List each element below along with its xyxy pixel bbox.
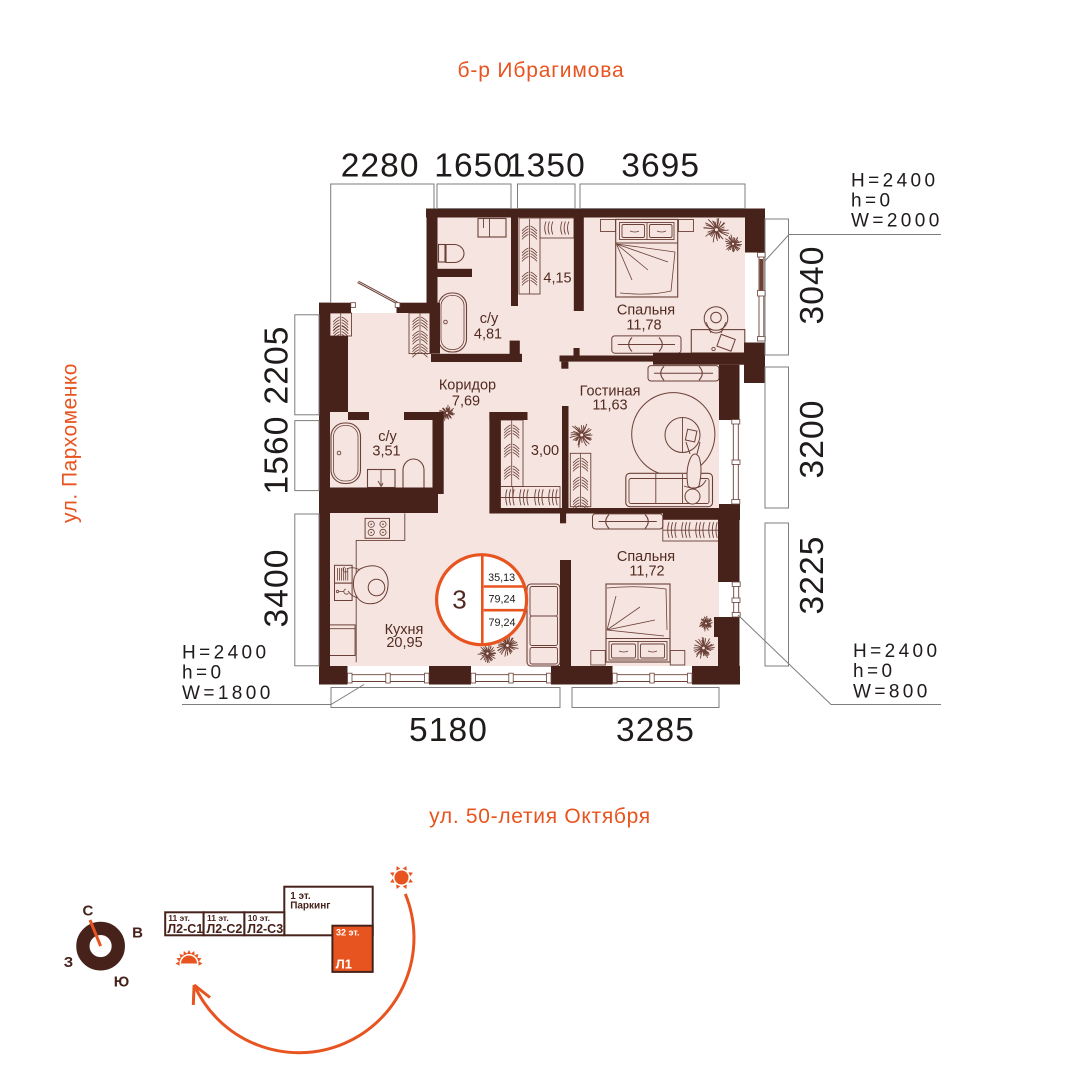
svg-text:3,00: 3,00 <box>531 443 559 459</box>
svg-text:h=0: h=0 <box>182 663 224 684</box>
svg-text:Спальня: Спальня <box>617 549 675 565</box>
svg-text:2205: 2205 <box>259 326 296 405</box>
svg-text:В: В <box>132 925 143 942</box>
svg-text:Л2-С1: Л2-С1 <box>167 922 203 936</box>
svg-text:W=2000: W=2000 <box>851 211 943 232</box>
svg-text:3400: 3400 <box>259 549 296 628</box>
svg-text:Гостиная: Гостиная <box>580 384 641 400</box>
svg-text:Коридор: Коридор <box>439 378 496 394</box>
svg-text:h=0: h=0 <box>851 191 893 212</box>
svg-text:З: З <box>64 954 73 971</box>
svg-text:Паркинг: Паркинг <box>290 901 330 912</box>
svg-text:3225: 3225 <box>794 536 831 615</box>
svg-text:32 эт.: 32 эт. <box>336 928 359 938</box>
svg-text:3040: 3040 <box>794 246 831 325</box>
svg-text:Спальня: Спальня <box>617 303 675 319</box>
svg-text:W=800: W=800 <box>853 681 931 702</box>
svg-text:Ю: Ю <box>114 974 129 991</box>
svg-text:1650: 1650 <box>434 148 513 185</box>
svg-text:W=1800: W=1800 <box>182 683 274 704</box>
svg-text:10 эт.: 10 эт. <box>248 913 270 923</box>
svg-text:20,95: 20,95 <box>386 635 422 651</box>
svg-text:с/у: с/у <box>378 429 397 445</box>
svg-text:3200: 3200 <box>794 400 831 479</box>
svg-text:Л1: Л1 <box>336 957 352 972</box>
svg-text:3285: 3285 <box>616 712 695 749</box>
svg-text:79,24: 79,24 <box>488 594 515 606</box>
svg-text:11,72: 11,72 <box>629 564 664 580</box>
svg-text:4,81: 4,81 <box>474 327 502 343</box>
svg-text:1350: 1350 <box>507 148 586 185</box>
svg-text:С: С <box>82 903 93 920</box>
svg-text:с/у: с/у <box>480 311 499 327</box>
svg-text:H=2400: H=2400 <box>182 643 270 664</box>
svg-text:H=2400: H=2400 <box>851 170 939 191</box>
svg-text:79,24: 79,24 <box>488 617 515 629</box>
svg-text:5180: 5180 <box>409 712 488 749</box>
svg-text:11,63: 11,63 <box>592 398 627 414</box>
svg-text:7,69: 7,69 <box>452 394 480 410</box>
svg-text:3: 3 <box>452 585 466 615</box>
svg-text:4,15: 4,15 <box>543 271 571 287</box>
svg-text:3,51: 3,51 <box>372 444 400 460</box>
svg-text:б-р Ибрагимова: б-р Ибрагимова <box>457 59 624 82</box>
svg-text:11 эт.: 11 эт. <box>207 913 229 923</box>
svg-text:ул. Пархоменко: ул. Пархоменко <box>59 363 82 523</box>
svg-text:Кухня: Кухня <box>385 622 424 638</box>
svg-text:11 эт.: 11 эт. <box>168 913 190 923</box>
svg-text:ул. 50-летия Октября: ул. 50-летия Октября <box>429 805 651 828</box>
svg-text:3695: 3695 <box>621 148 700 185</box>
svg-text:Л2-С3: Л2-С3 <box>247 922 283 936</box>
svg-text:2280: 2280 <box>341 148 420 185</box>
svg-text:11,78: 11,78 <box>626 318 661 334</box>
svg-text:H=2400: H=2400 <box>853 641 941 662</box>
svg-text:35,13: 35,13 <box>488 572 515 584</box>
svg-text:h=0: h=0 <box>853 661 895 682</box>
svg-text:1 эт.: 1 эт. <box>290 891 311 902</box>
svg-text:1560: 1560 <box>259 416 296 495</box>
svg-text:Л2-С2: Л2-С2 <box>207 922 243 936</box>
